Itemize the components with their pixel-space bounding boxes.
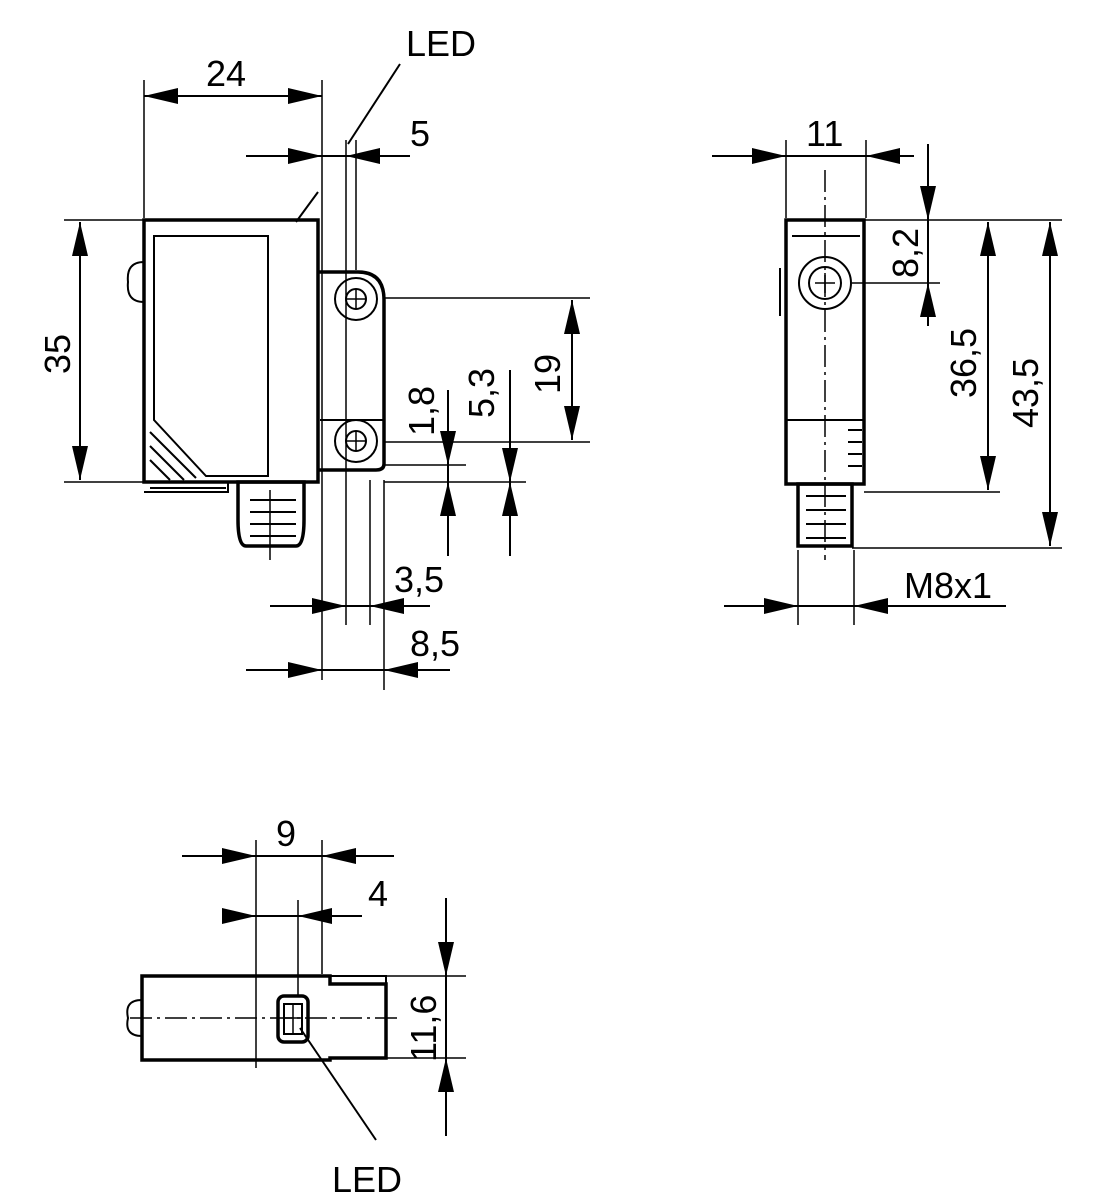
- side-thread-label: M8x1: [904, 565, 992, 606]
- top-dimension-lines: [182, 840, 466, 1141]
- side-labels: 11 8,2 36,5 43,5 M8x1: [806, 113, 1046, 606]
- front-dim-1-8-label: 1,8: [401, 386, 442, 436]
- front-arrowheads: [72, 88, 580, 678]
- front-dim-5-3-label: 5,3: [461, 368, 502, 418]
- front-dim-3-5-label: 3,5: [394, 559, 444, 600]
- front-view: 24 LED 5 35 19 5,3 1,8 3,5 8,5: [37, 23, 590, 690]
- side-width-label: 11: [806, 113, 843, 154]
- side-connector: [796, 482, 854, 548]
- side-housing: [779, 218, 866, 486]
- front-led-label: LED: [406, 23, 476, 64]
- front-width-label: 24: [206, 53, 246, 94]
- top-thickness-label: 11,6: [403, 995, 444, 1062]
- front-led-offset-label: 5: [410, 113, 430, 154]
- front-dim-8-5-label: 8,5: [410, 623, 460, 664]
- side-hole-offset-label: 8,2: [885, 228, 926, 278]
- front-mount-spacing-label: 19: [527, 354, 568, 394]
- top-dim-9-label: 9: [276, 813, 296, 854]
- front-connector: [236, 480, 306, 560]
- front-height-label: 35: [37, 334, 78, 374]
- front-housing: [126, 218, 320, 493]
- top-view: 9 4 11,6 LED: [126, 813, 466, 1200]
- top-labels: 9 4 11,6 LED: [276, 813, 444, 1200]
- side-total-height-label: 43,5: [1005, 358, 1046, 428]
- mounting-bracket: [318, 270, 386, 472]
- top-dim-4-label: 4: [368, 873, 388, 914]
- top-led-label: LED: [332, 1159, 402, 1200]
- side-view: 11 8,2 36,5 43,5 M8x1: [712, 113, 1062, 625]
- side-body-height-label: 36,5: [943, 328, 984, 398]
- front-labels: 24 LED 5 35 19 5,3 1,8 3,5 8,5: [37, 23, 568, 664]
